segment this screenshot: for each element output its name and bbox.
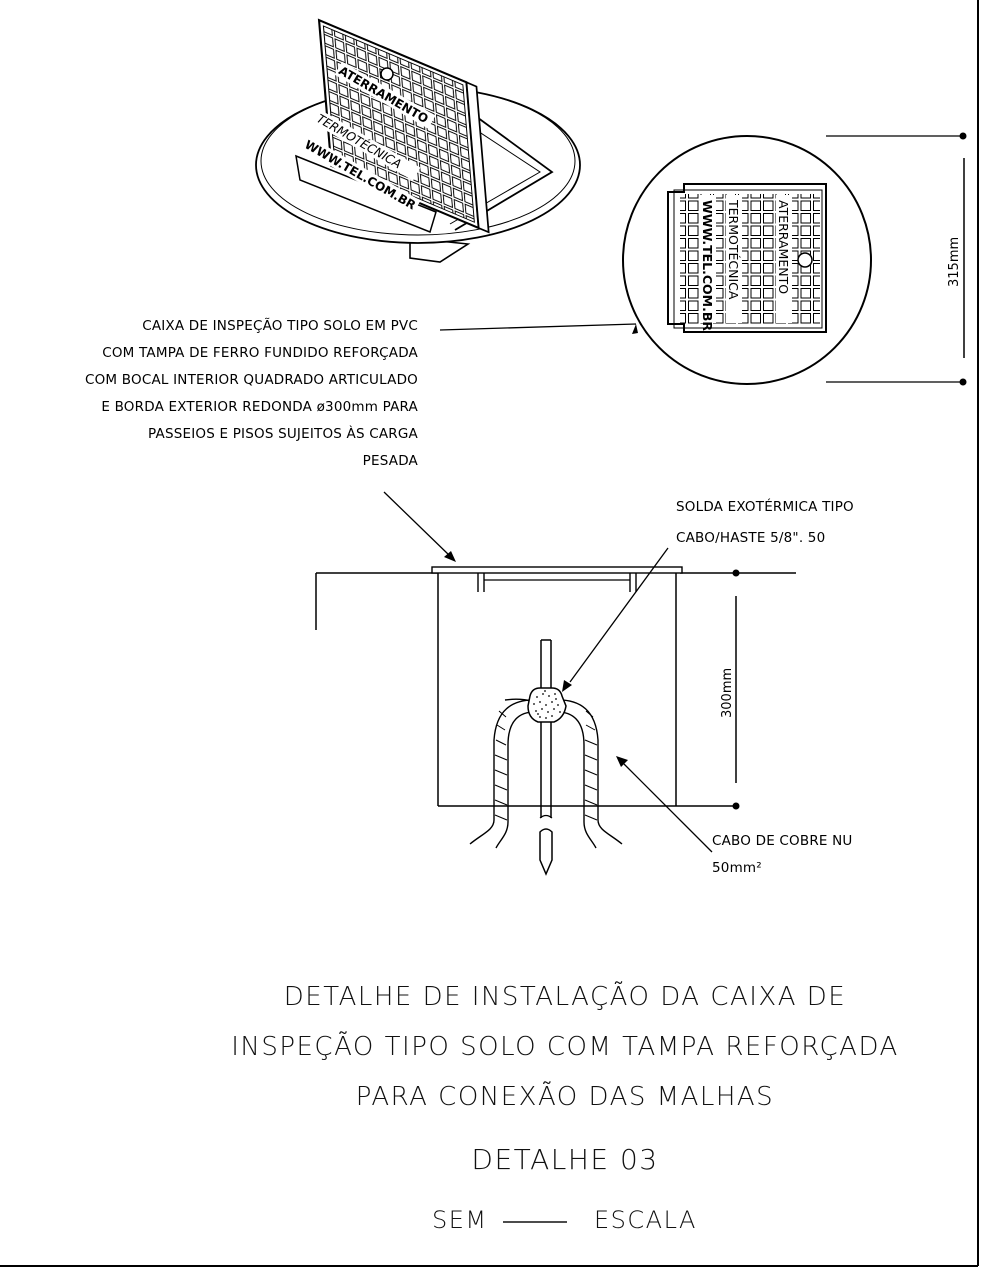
cable-note-line: CABO DE COBRE NU xyxy=(712,833,853,849)
dimension-315: 315mm xyxy=(826,132,967,386)
dimension-300-label: 300mm xyxy=(720,668,735,718)
section-view: 300mm xyxy=(315,547,796,876)
box-description-line: COM BOCAL INTERIOR QUADRADO ARTICULADO xyxy=(84,372,418,388)
top-lid-text-label: ATERRAMENTO xyxy=(776,200,791,294)
dimension-315-label: 315mm xyxy=(947,237,962,287)
weld-note-line: CABO/HASTE 5/8". 50 xyxy=(676,530,826,546)
cable-note-line: 50mm² xyxy=(712,860,762,876)
drawing-title: DETALHE DE INSTALAÇÃO DA CAIXA DE INSPEÇ… xyxy=(0,972,988,1122)
scale-left: SEM xyxy=(432,1206,488,1234)
description-leader xyxy=(383,323,638,562)
box-description-line: CAIXA DE INSPEÇÃO TIPO SOLO EM PVC xyxy=(142,318,418,334)
title-line: INSPEÇÃO TIPO SOLO COM TAMPA REFORÇADA xyxy=(231,1032,899,1062)
detail-number: DETALHE 03 xyxy=(471,1143,659,1176)
box-description-line: PASSEIOS E PISOS SUJEITOS ÀS CARGA xyxy=(148,426,418,442)
isometric-box-view: ATERRAMENTO TERMOTÉCNICA WWW.TEL.COM.BR xyxy=(255,18,581,263)
scale-right: ESCALA xyxy=(594,1206,697,1234)
weld-note: SOLDA EXOTÉRMICA TIPO CABO/HASTE 5/8". 5… xyxy=(676,492,854,554)
cable-note: CABO DE COBRE NU 50mm² xyxy=(712,828,853,882)
box-description-line: PESADA xyxy=(362,453,418,469)
title-line: PARA CONEXÃO DAS MALHAS xyxy=(355,1082,775,1112)
box-description-line: E BORDA EXTERIOR REDONDA ø300mm PARA xyxy=(101,399,418,415)
box-description: CAIXA DE INSPEÇÃO TIPO SOLO EM PVC COM T… xyxy=(85,313,418,475)
top-lid-text-company: TERMOTÉCNICA xyxy=(726,199,741,300)
box-description-line: COM TAMPA DE FERRO FUNDIDO REFORÇADA xyxy=(102,345,418,361)
title-line: DETALHE DE INSTALAÇÃO DA CAIXA DE xyxy=(283,982,847,1012)
top-view-detail: WWW.TEL.COM.BR TERMOTÉCNICA ATERRAMENTO xyxy=(622,135,872,385)
weld-note-line: SOLDA EXOTÉRMICA TIPO xyxy=(676,499,854,515)
top-lid-text-url: WWW.TEL.COM.BR xyxy=(700,200,715,331)
